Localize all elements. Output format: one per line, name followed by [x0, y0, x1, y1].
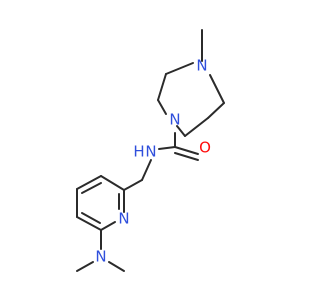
bond-diazepane-7	[209, 74, 225, 104]
bond-diazepane-6	[207, 102, 225, 119]
bond-carbonyl-amide-n	[158, 146, 176, 150]
bond-pyridine-1	[100, 175, 125, 191]
atom-label-n-ring-amide: N	[169, 111, 180, 129]
bond-dimethyl-2	[108, 261, 125, 272]
bond-amide-n-ch2	[141, 159, 152, 181]
bond-ch2-pyridine	[123, 179, 143, 191]
atom-label-n-dimethylamino: N	[95, 248, 106, 266]
bond-carbonyl-o-1	[174, 146, 199, 155]
bond-diazepane-2	[157, 73, 167, 101]
bonds	[76, 29, 225, 272]
atom-label-n-amide: N	[145, 143, 156, 161]
atom-label-o-carbonyl: O	[199, 139, 211, 157]
bond-pyridine-5	[100, 221, 116, 231]
bond-diazepane-4	[176, 125, 186, 137]
bond-diazepane-3	[157, 99, 167, 115]
bond-carbonyl-o-2	[174, 152, 199, 161]
atom-label-n-methyl-ring: N	[196, 57, 207, 75]
bond-diazepane-1	[165, 62, 194, 75]
bond-dimethyl-1	[76, 261, 94, 272]
bond-pyridine-double-1	[81, 182, 102, 194]
bond-diazepane-5	[184, 117, 209, 137]
bond-pyridine-2	[76, 175, 102, 190]
diagram-background	[0, 0, 300, 300]
bond-pyridine-4	[76, 216, 102, 231]
atom-label-h-amide: H	[133, 143, 144, 161]
molecule-structure-diagram: N N O N H N N	[0, 0, 300, 300]
bond-pyridine-double-2	[81, 212, 101, 224]
atom-label-n-pyridine: N	[118, 210, 129, 228]
atom-labels: N N O N H N N	[95, 57, 211, 266]
